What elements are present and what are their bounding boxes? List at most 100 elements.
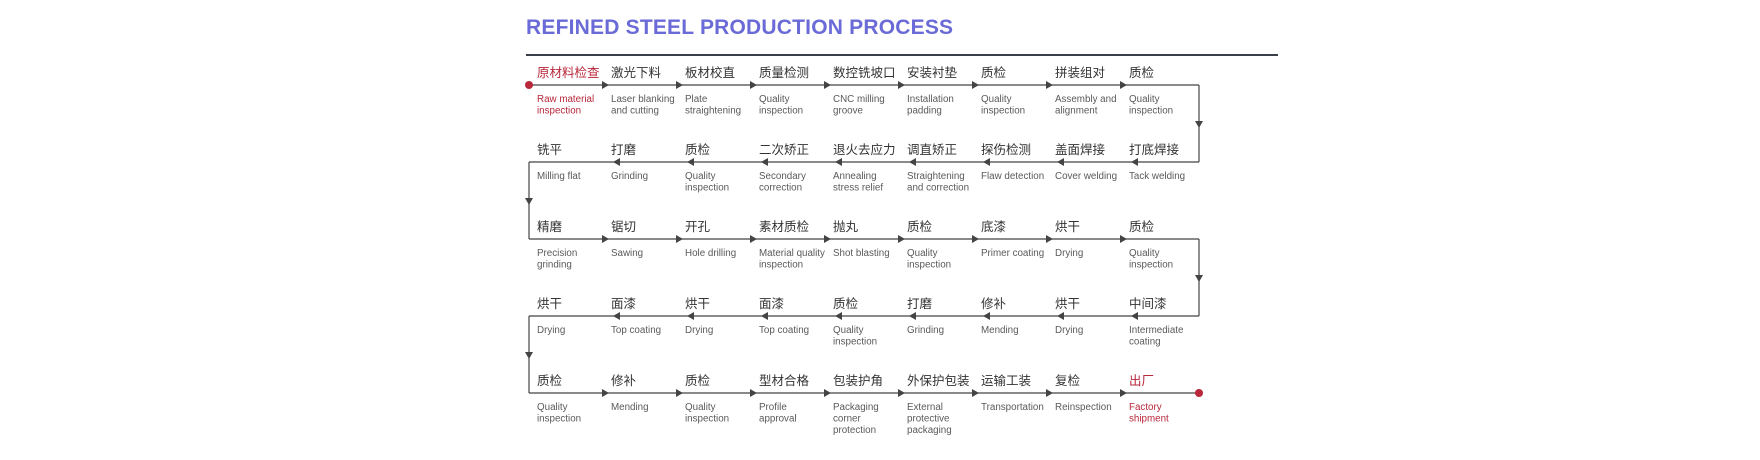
step-label-en: Material quality — [759, 248, 825, 259]
flow-arrow-right — [1046, 389, 1053, 397]
step-label-cn: 盖面焊接 — [1055, 142, 1106, 157]
step-label-en: Grinding — [611, 171, 648, 182]
step-label-en: Milling flat — [537, 171, 581, 182]
flow-arrow-down — [525, 198, 533, 205]
step-label-en: inspection — [1129, 106, 1173, 117]
flow-arrow-right — [824, 389, 831, 397]
flow-arrow-right — [972, 389, 979, 397]
step-label-en: inspection — [685, 183, 729, 194]
step-label-en: Packaging — [833, 402, 879, 413]
step-label-en: Quality — [907, 248, 938, 259]
step-label-cn: 调直矫正 — [907, 142, 957, 157]
step-label-cn: 铣平 — [537, 142, 562, 157]
step-label-en: padding — [907, 106, 942, 117]
flow-arrow-left — [909, 158, 916, 166]
step-label-cn: 修补 — [611, 373, 637, 388]
step-label-en: Quality — [833, 325, 864, 336]
flow-arrow-right — [676, 81, 683, 89]
flow-arrow-right — [676, 389, 683, 397]
step-label-en: Precision — [537, 248, 577, 259]
step-label-cn: 面漆 — [759, 296, 784, 311]
step-label-cn: 探伤检测 — [981, 142, 1031, 157]
step-label-en: grinding — [537, 260, 572, 271]
step-label-en: Factory — [1129, 402, 1162, 413]
step-label-cn: 质检 — [537, 373, 563, 388]
step-label-cn: 质检 — [1129, 65, 1155, 80]
step-label-en: Mending — [611, 402, 649, 413]
flow-arrow-left — [761, 158, 768, 166]
step-label-cn: 拼装组对 — [1055, 65, 1105, 80]
step-label-en: Hole drilling — [685, 248, 736, 259]
step-label-en: alignment — [1055, 106, 1098, 117]
step-label-cn: 退火去应力 — [833, 142, 896, 157]
step-label-cn: 烘干 — [685, 296, 710, 311]
step-label-cn: 烘干 — [1055, 296, 1080, 311]
step-label-en: Profile — [759, 402, 787, 413]
flow-arrow-left — [1131, 312, 1138, 320]
step-label-en: Installation — [907, 94, 954, 105]
step-label-cn: 质检 — [981, 65, 1007, 80]
step-label-cn: 出厂 — [1129, 373, 1154, 388]
step-label-en: Intermediate — [1129, 325, 1184, 336]
step-label-en: Top coating — [611, 325, 661, 336]
step-label-cn: 质检 — [1129, 219, 1155, 234]
step-label-en: Straightening — [907, 171, 965, 182]
step-label-cn: 打底焊接 — [1129, 142, 1180, 157]
step-label-cn: 烘干 — [1055, 219, 1080, 234]
step-label-cn: 质检 — [907, 219, 933, 234]
step-label-en: Quality — [1129, 248, 1160, 259]
step-label-cn: 打磨 — [611, 142, 637, 157]
flow-arrow-right — [824, 235, 831, 243]
flow-arrow-left — [1131, 158, 1138, 166]
flow-arrow-left — [835, 158, 842, 166]
step-label-en: Drying — [1055, 248, 1083, 259]
step-label-cn: 打磨 — [907, 296, 933, 311]
flow-arrow-right — [676, 235, 683, 243]
step-label-en: stress relief — [833, 183, 883, 194]
step-label-cn: 板材校直 — [685, 65, 735, 80]
flow-arrow-left — [1057, 312, 1064, 320]
step-label-en: Quality — [759, 94, 790, 105]
step-label-en: Raw material — [537, 94, 594, 105]
step-label-en: inspection — [833, 337, 877, 348]
flow-arrow-right — [1046, 235, 1053, 243]
step-label-en: Drying — [685, 325, 713, 336]
step-label-en: Top coating — [759, 325, 809, 336]
start-dot — [525, 81, 533, 89]
step-label-cn: 烘干 — [537, 296, 562, 311]
flow-arrow-right — [602, 81, 609, 89]
flow-arrow-right — [750, 81, 757, 89]
step-label-en: Reinspection — [1055, 402, 1112, 413]
step-label-en: packaging — [907, 425, 952, 436]
step-label-cn: 锯切 — [611, 219, 636, 234]
step-label-en: Secondary — [759, 171, 806, 182]
flow-arrow-left — [687, 158, 694, 166]
step-label-en: Drying — [537, 325, 565, 336]
step-label-cn: 外保护包装 — [907, 373, 970, 388]
step-label-en: Quality — [1129, 94, 1160, 105]
page-title: REFINED STEEL PRODUCTION PROCESS — [526, 16, 954, 39]
step-label-cn: 素材质检 — [759, 219, 810, 234]
flow-arrow-left — [687, 312, 694, 320]
step-label-en: correction — [759, 183, 802, 194]
flow-arrow-right — [1120, 389, 1127, 397]
flow-arrow-down — [525, 352, 533, 359]
step-label-en: shipment — [1129, 414, 1169, 425]
step-label-en: CNC milling — [833, 94, 885, 105]
step-label-en: inspection — [759, 260, 803, 271]
step-label-cn: 质检 — [833, 296, 859, 311]
flow-arrow-left — [835, 312, 842, 320]
step-label-en: and cutting — [611, 106, 659, 117]
step-label-cn: 底漆 — [981, 219, 1006, 234]
step-label-en: Plate — [685, 94, 708, 105]
step-label-en: Drying — [1055, 325, 1083, 336]
flow-arrow-right — [1046, 81, 1053, 89]
step-label-en: Cover welding — [1055, 171, 1117, 182]
flow-arrow-left — [983, 158, 990, 166]
step-label-en: Sawing — [611, 248, 643, 259]
flow-arrow-left — [613, 158, 620, 166]
step-label-en: groove — [833, 106, 864, 117]
step-label-cn: 质量检测 — [759, 65, 809, 80]
end-dot — [1195, 389, 1203, 397]
